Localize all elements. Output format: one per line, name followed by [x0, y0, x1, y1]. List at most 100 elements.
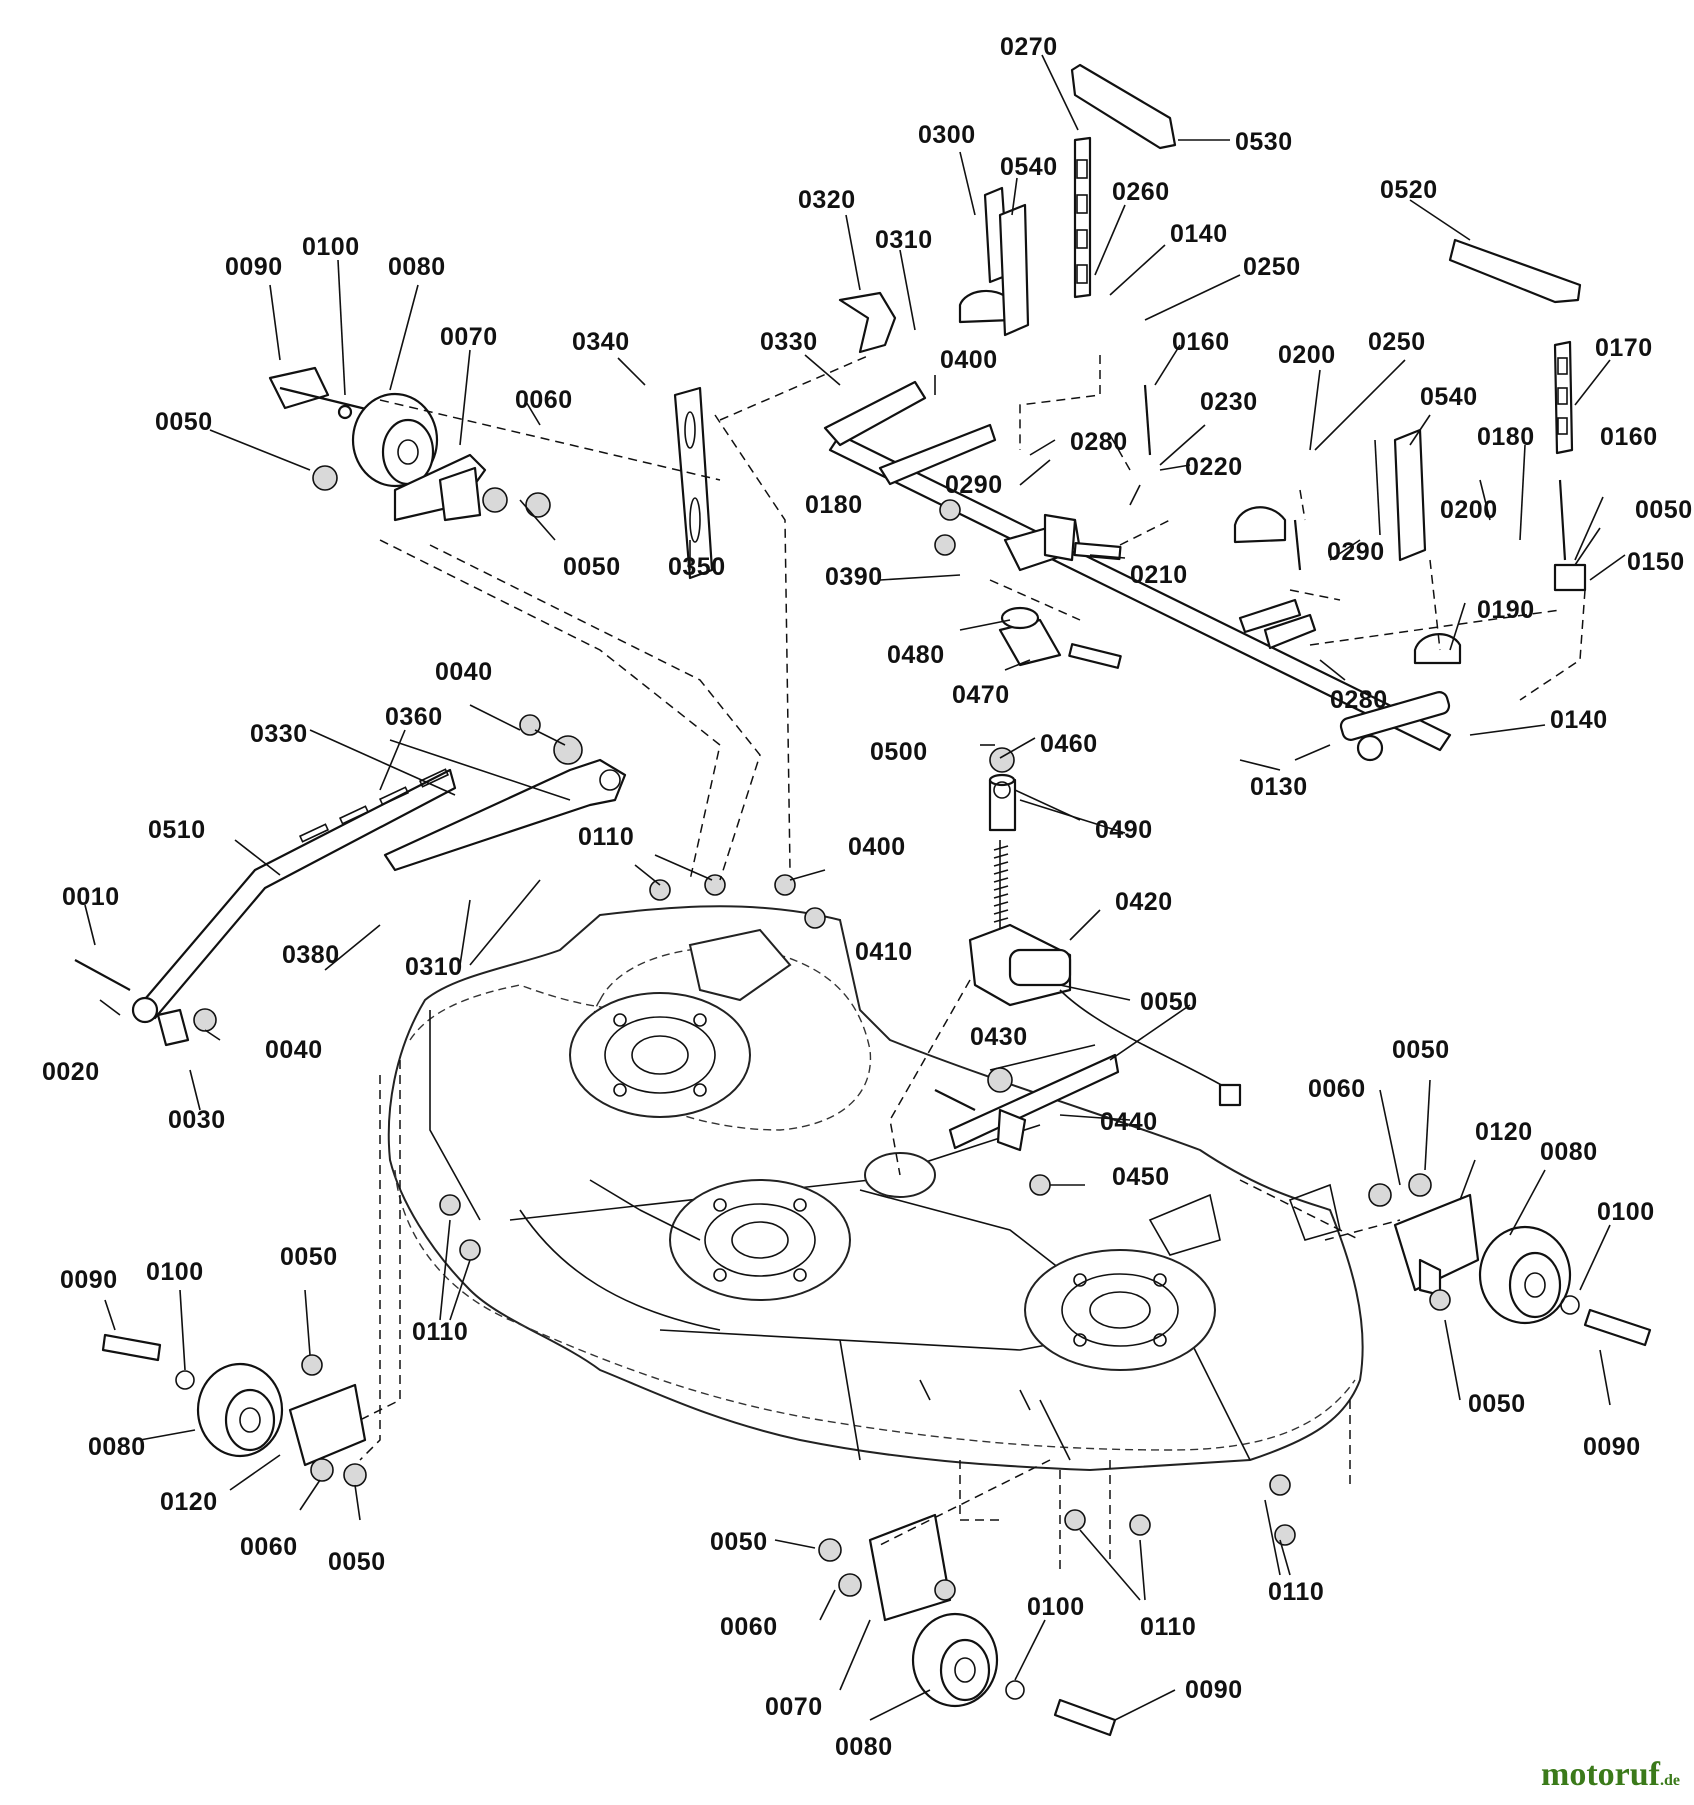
part-label: 0220: [1185, 453, 1243, 481]
part-label: 0410: [855, 938, 913, 966]
part-label: 0080: [835, 1733, 893, 1761]
shaft-clamp-mid: [1233, 506, 1287, 544]
lift-pin: [1143, 384, 1152, 456]
part-label: 0320: [798, 186, 856, 214]
part-label: 0420: [1115, 888, 1173, 916]
part-label: 0100: [302, 233, 360, 261]
part-label: 0080: [88, 1433, 146, 1461]
part-label: 0280: [1330, 686, 1388, 714]
leader-lines: [84, 54, 1626, 1721]
part-label: 0090: [1185, 1676, 1243, 1704]
part-label: 0230: [1200, 388, 1258, 416]
part-label: 0210: [1130, 561, 1188, 589]
lift-actuator-assembly: [968, 747, 1242, 1107]
part-label: 0150: [1627, 548, 1685, 576]
part-label: 0180: [1477, 423, 1535, 451]
height-plate-lower: [1393, 428, 1427, 562]
part-label: 0100: [1027, 1593, 1085, 1621]
watermark-tld: .de: [1660, 1772, 1680, 1789]
part-label: 0100: [1597, 1198, 1655, 1226]
right-wheel-assembly: [1368, 1173, 1652, 1347]
part-label: 0470: [952, 681, 1010, 709]
part-label: 0110: [1140, 1613, 1196, 1641]
part-label: 0510: [148, 816, 206, 844]
part-label: 0050: [1468, 1390, 1526, 1418]
part-label: 0380: [282, 941, 340, 969]
part-label: 0200: [1440, 496, 1498, 524]
part-label: 0290: [945, 471, 1003, 499]
part-label: 0400: [848, 833, 906, 861]
part-label: 0160: [1600, 423, 1658, 451]
part-label: 0030: [168, 1106, 226, 1134]
front-wheel-assembly-upper: [268, 366, 551, 522]
part-label: 0090: [60, 1266, 118, 1294]
height-plate-upper: [998, 203, 1030, 337]
part-label: 0050: [563, 553, 621, 581]
shaft-clamp-lower: [1413, 633, 1462, 665]
part-label: 0070: [440, 323, 498, 351]
part-label: 0050: [280, 1243, 338, 1271]
part-label: 0100: [146, 1258, 204, 1286]
part-label: 0360: [385, 703, 443, 731]
part-label: 0490: [1095, 816, 1153, 844]
part-label: 0010: [62, 883, 120, 911]
part-label: 0110: [1268, 1578, 1324, 1606]
part-label: 0520: [1380, 176, 1438, 204]
part-label: 0120: [160, 1488, 218, 1516]
part-label: 0050: [1635, 496, 1693, 524]
part-label: 0050: [328, 1548, 386, 1576]
bottom-wheel-assembly: [818, 1513, 1117, 1737]
part-label: 0050: [1392, 1036, 1450, 1064]
part-label: 0050: [710, 1528, 768, 1556]
lift-rod-right: [1558, 479, 1567, 561]
watermark-logo: motoruf.de: [1541, 1756, 1680, 1794]
part-label: 0050: [1140, 988, 1198, 1016]
part-labels: 0270 0530 0300 0540 0260 0320 0310 0140 …: [42, 33, 1693, 1761]
left-wheel-assembly: [101, 1333, 367, 1487]
part-label: 0270: [1000, 33, 1058, 61]
part-label: 0110: [578, 823, 634, 851]
part-label: 0080: [388, 253, 446, 281]
part-label: 0160: [1172, 328, 1230, 356]
part-label: 0110: [412, 1318, 468, 1346]
part-label: 0130: [1250, 773, 1308, 801]
part-label: 0060: [1308, 1075, 1366, 1103]
part-label: 0120: [1475, 1118, 1533, 1146]
front-link-assembly: [74, 714, 627, 1047]
part-label: 0460: [1040, 730, 1098, 758]
part-label: 0050: [155, 408, 213, 436]
part-label: 0250: [1368, 328, 1426, 356]
part-label: 0090: [225, 253, 283, 281]
part-label: 0200: [1278, 341, 1336, 369]
part-label: 0500: [870, 738, 928, 766]
part-label: 0250: [1243, 253, 1301, 281]
part-label: 0480: [887, 641, 945, 669]
part-label: 0530: [1235, 128, 1293, 156]
lift-slot-plate: [673, 386, 714, 580]
height-handle-right: [1448, 238, 1582, 304]
part-label: 0090: [1583, 1433, 1641, 1461]
part-label: 0070: [765, 1693, 823, 1721]
watermark-brand: motoruf: [1541, 1756, 1660, 1793]
part-label: 0020: [42, 1058, 100, 1086]
part-label: 0450: [1112, 1163, 1170, 1191]
part-label: 0330: [250, 720, 308, 748]
part-label: 0280: [1070, 428, 1128, 456]
part-label: 0040: [265, 1036, 323, 1064]
part-label: 0140: [1170, 220, 1228, 248]
part-label: 0330: [760, 328, 818, 356]
lift-bracket: [838, 291, 897, 354]
part-label: 0190: [1477, 596, 1535, 624]
part-label: 0290: [1327, 538, 1385, 566]
part-label: 0350: [668, 553, 726, 581]
part-label: 0060: [515, 386, 573, 414]
part-label: 0430: [970, 1023, 1028, 1051]
mower-deck: [387, 905, 1364, 1472]
part-label: 0060: [720, 1613, 778, 1641]
part-label: 0170: [1595, 334, 1653, 362]
part-label: 0540: [1000, 153, 1058, 181]
part-label: 0540: [1420, 383, 1478, 411]
part-label: 0300: [918, 121, 976, 149]
